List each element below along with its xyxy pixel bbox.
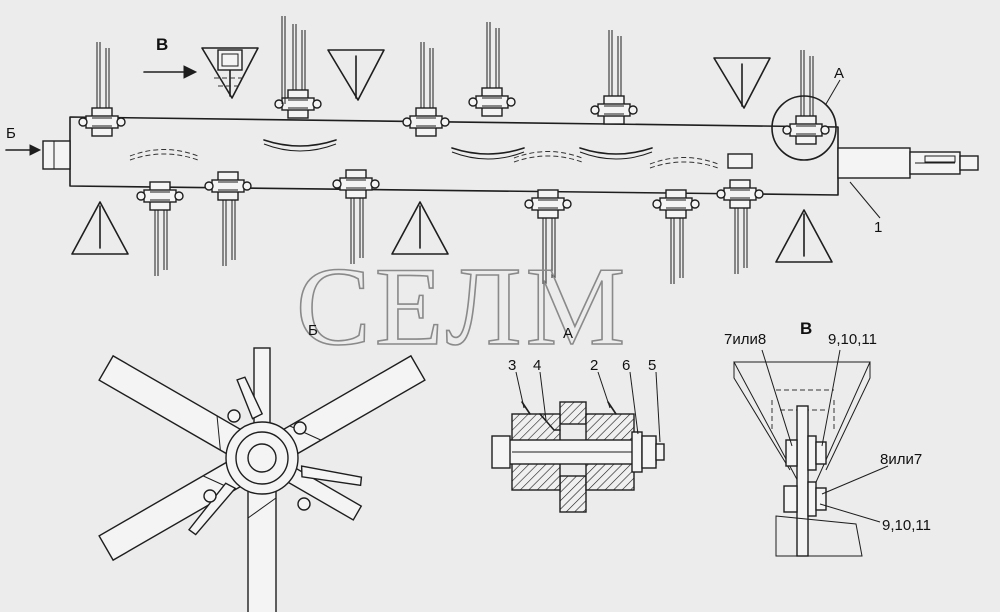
arc-blade-3 (579, 147, 653, 160)
view-v-blade: В 7или8 9,10,11 8или7 9,10,11 (724, 319, 931, 557)
hidden-arc-3 (649, 157, 719, 169)
callout-part-7-or-8: 7или8 (724, 331, 766, 348)
callout-part-2: 2 (590, 357, 598, 374)
callout-part-9-10-11-bottom: 9,10,11 (882, 517, 931, 534)
upper-rake-6 (782, 49, 830, 145)
hidden-arc-2 (513, 151, 583, 163)
watermark: СЕЛМ (296, 245, 629, 369)
callout-part-9-10-11-top: 9,10,11 (828, 331, 877, 348)
lower-rake-6 (716, 179, 764, 275)
rotor-shaft-body (69, 116, 839, 196)
upper-rake-4 (468, 21, 516, 117)
view-v-title: В (800, 319, 812, 338)
lower-triangle-blade-3 (775, 209, 833, 263)
hidden-arc-1 (129, 149, 199, 161)
shaft-right-end (837, 147, 979, 179)
rotor-shaft-assembly: А В Б 1 (5, 16, 979, 285)
callout-part-5: 5 (648, 357, 656, 374)
detail-a-label: А (834, 65, 844, 82)
lower-triangle-blade-1 (71, 201, 129, 255)
view-b-arrow-label: Б (6, 125, 16, 142)
callout-part-1: 1 (874, 219, 882, 236)
upper-triangle-blade-3 (713, 57, 771, 109)
view-v-arrow-label: В (156, 35, 168, 54)
callout-part-4: 4 (533, 357, 541, 374)
section-a-title: А (563, 325, 573, 342)
section-a-hub: А 3 4 2 6 5 (491, 325, 665, 513)
lower-rake-2 (204, 171, 252, 267)
upper-triangle-blade-2 (327, 49, 385, 101)
view-v-arrow: В (143, 35, 198, 79)
upper-triangle-blade-1 (201, 47, 259, 99)
view-b-arrow: Б (5, 125, 42, 156)
arc-blade-2 (451, 147, 525, 160)
shaft-left-end (42, 140, 71, 170)
upper-rake-3 (402, 41, 450, 137)
arc-blade-1 (263, 139, 337, 152)
lower-rake-5 (652, 189, 700, 285)
callout-part-8-or-7: 8или7 (880, 451, 922, 468)
callout-part-6: 6 (622, 357, 630, 374)
view-b-rotor: Б (98, 322, 426, 612)
callout-part-3: 3 (508, 357, 516, 374)
view-b-title: Б (308, 322, 318, 339)
upper-rake-5 (590, 29, 638, 125)
upper-rake-1 (78, 41, 126, 137)
detail-a-circle (771, 95, 837, 161)
lower-rake-1 (136, 181, 184, 277)
